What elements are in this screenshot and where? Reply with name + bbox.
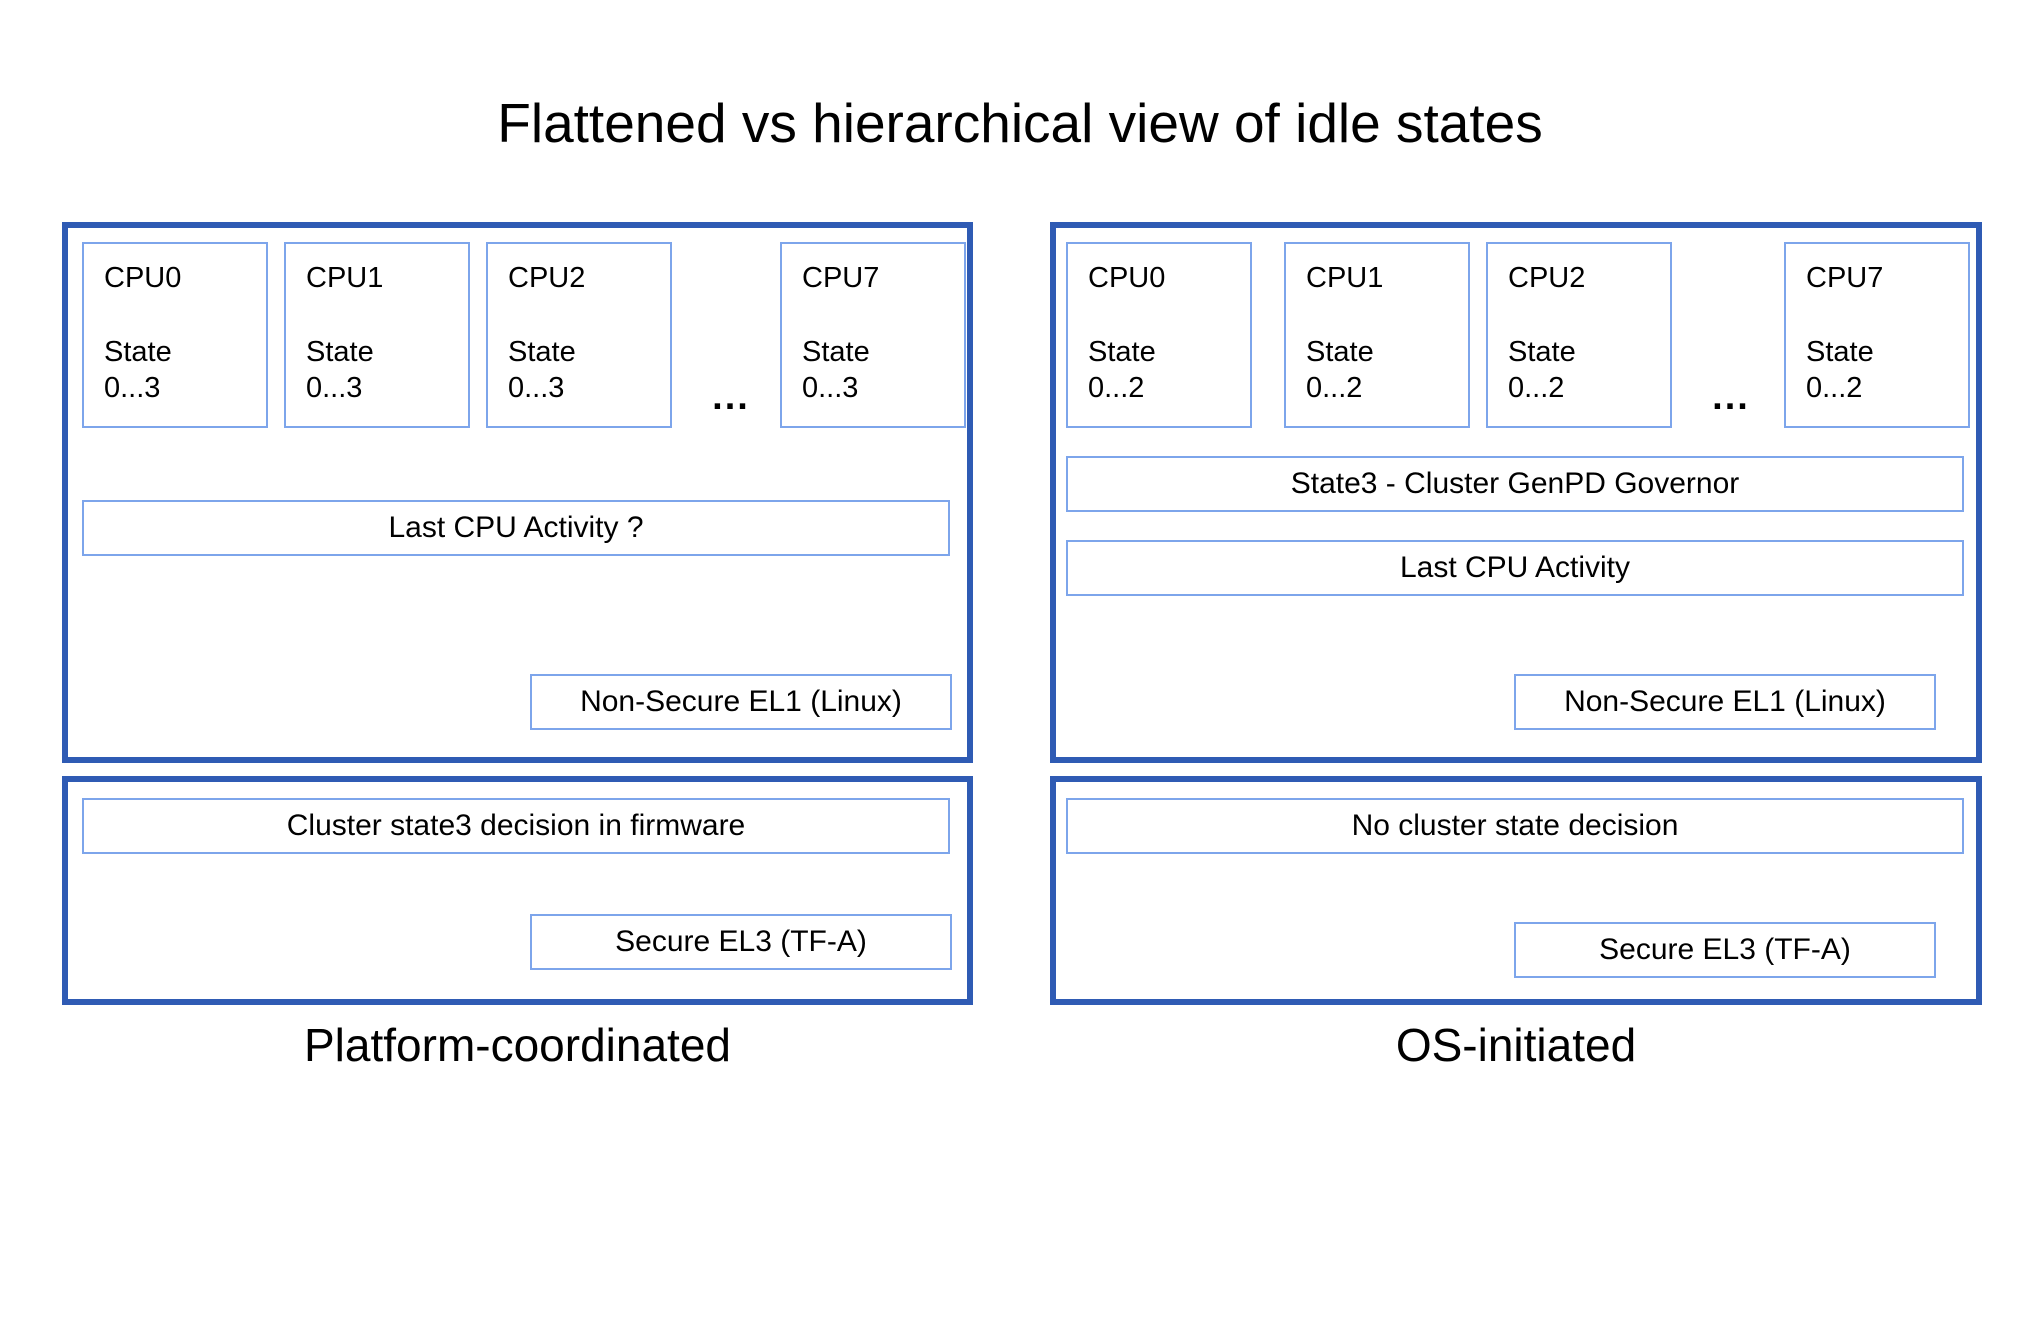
cpu-name: CPU0 [1088,262,1166,294]
cpu-states: State 0...2 [1306,334,1460,407]
slide-title: Flattened vs hierarchical view of idle s… [497,92,1543,154]
cpu-box-cpu1: CPU1 State 0...3 [284,242,470,428]
cpu-ellipsis: ... [712,376,750,418]
cpu-states: State 0...2 [1806,334,1960,407]
cpu-state-range: 0...3 [802,371,859,404]
platform-secure-el3-panel: Cluster state3 decision in firmware Secu… [62,776,973,1005]
cpu-states: State 0...3 [104,334,258,407]
cpu-name: CPU0 [104,262,182,294]
cpu-state-range: 0...2 [1088,371,1145,404]
cpu-state-label: State [306,335,374,368]
cpu-state-label: State [1806,335,1874,368]
cpu-state-range: 0...2 [1508,371,1565,404]
cpu-name: CPU1 [306,262,384,294]
secure-el3-box: Secure EL3 (TF-A) [530,914,952,970]
cpu-state-range: 0...2 [1306,371,1363,404]
cpu-state-label: State [1306,335,1374,368]
non-secure-el1-box: Non-Secure EL1 (Linux) [1514,674,1936,730]
cpu-box-cpu2: CPU2 State 0...2 [1486,242,1672,428]
cpu-box-cpu1: CPU1 State 0...2 [1284,242,1470,428]
cpu-states: State 0...2 [1508,334,1662,407]
cpu-ellipsis: ... [1712,376,1750,418]
cpu-states: State 0...3 [508,334,662,407]
panel-caption-platform-coordinated: Platform-coordinated [304,1019,731,1071]
cpu-state-label: State [104,335,172,368]
no-cluster-decision-box: No cluster state decision [1066,798,1964,854]
cpu-state-label: State [1508,335,1576,368]
cpu-name: CPU7 [1806,262,1884,294]
cpu-state-range: 0...3 [306,371,363,404]
cpu-name: CPU7 [802,262,880,294]
cpu-box-cpu2: CPU2 State 0...3 [486,242,672,428]
cpu-state-range: 0...2 [1806,371,1863,404]
cpu-name: CPU2 [1508,262,1586,294]
cpu-state-label: State [1088,335,1156,368]
cpu-states: State 0...3 [802,334,956,407]
os-initiated-ns-el1-panel: CPU0 State 0...2 CPU1 State 0...2 CPU2 S… [1050,222,1982,763]
cpu-box-cpu0: CPU0 State 0...3 [82,242,268,428]
platform-ns-el1-panel: CPU0 State 0...3 CPU1 State 0...3 CPU2 S… [62,222,973,763]
cpu-name: CPU1 [1306,262,1384,294]
cluster-decision-box: Cluster state3 decision in firmware [82,798,950,854]
cpu-box-cpu7: CPU7 State 0...3 [780,242,966,428]
cpu-state-label: State [802,335,870,368]
last-cpu-activity-box: Last CPU Activity ? [82,500,950,556]
cpu-state-range: 0...3 [104,371,161,404]
non-secure-el1-box: Non-Secure EL1 (Linux) [530,674,952,730]
cpu-name: CPU2 [508,262,586,294]
secure-el3-box: Secure EL3 (TF-A) [1514,922,1936,978]
last-cpu-activity-box: Last CPU Activity [1066,540,1964,596]
cpu-box-cpu7: CPU7 State 0...2 [1784,242,1970,428]
panel-caption-os-initiated: OS-initiated [1395,1019,1637,1071]
cpu-state-label: State [508,335,576,368]
cpu-states: State 0...2 [1088,334,1242,407]
cluster-genpd-governor-box: State3 - Cluster GenPD Governor [1066,456,1964,512]
os-initiated-secure-el3-panel: No cluster state decision Secure EL3 (TF… [1050,776,1982,1005]
cpu-states: State 0...3 [306,334,460,407]
cpu-box-cpu0: CPU0 State 0...2 [1066,242,1252,428]
cpu-state-range: 0...3 [508,371,565,404]
